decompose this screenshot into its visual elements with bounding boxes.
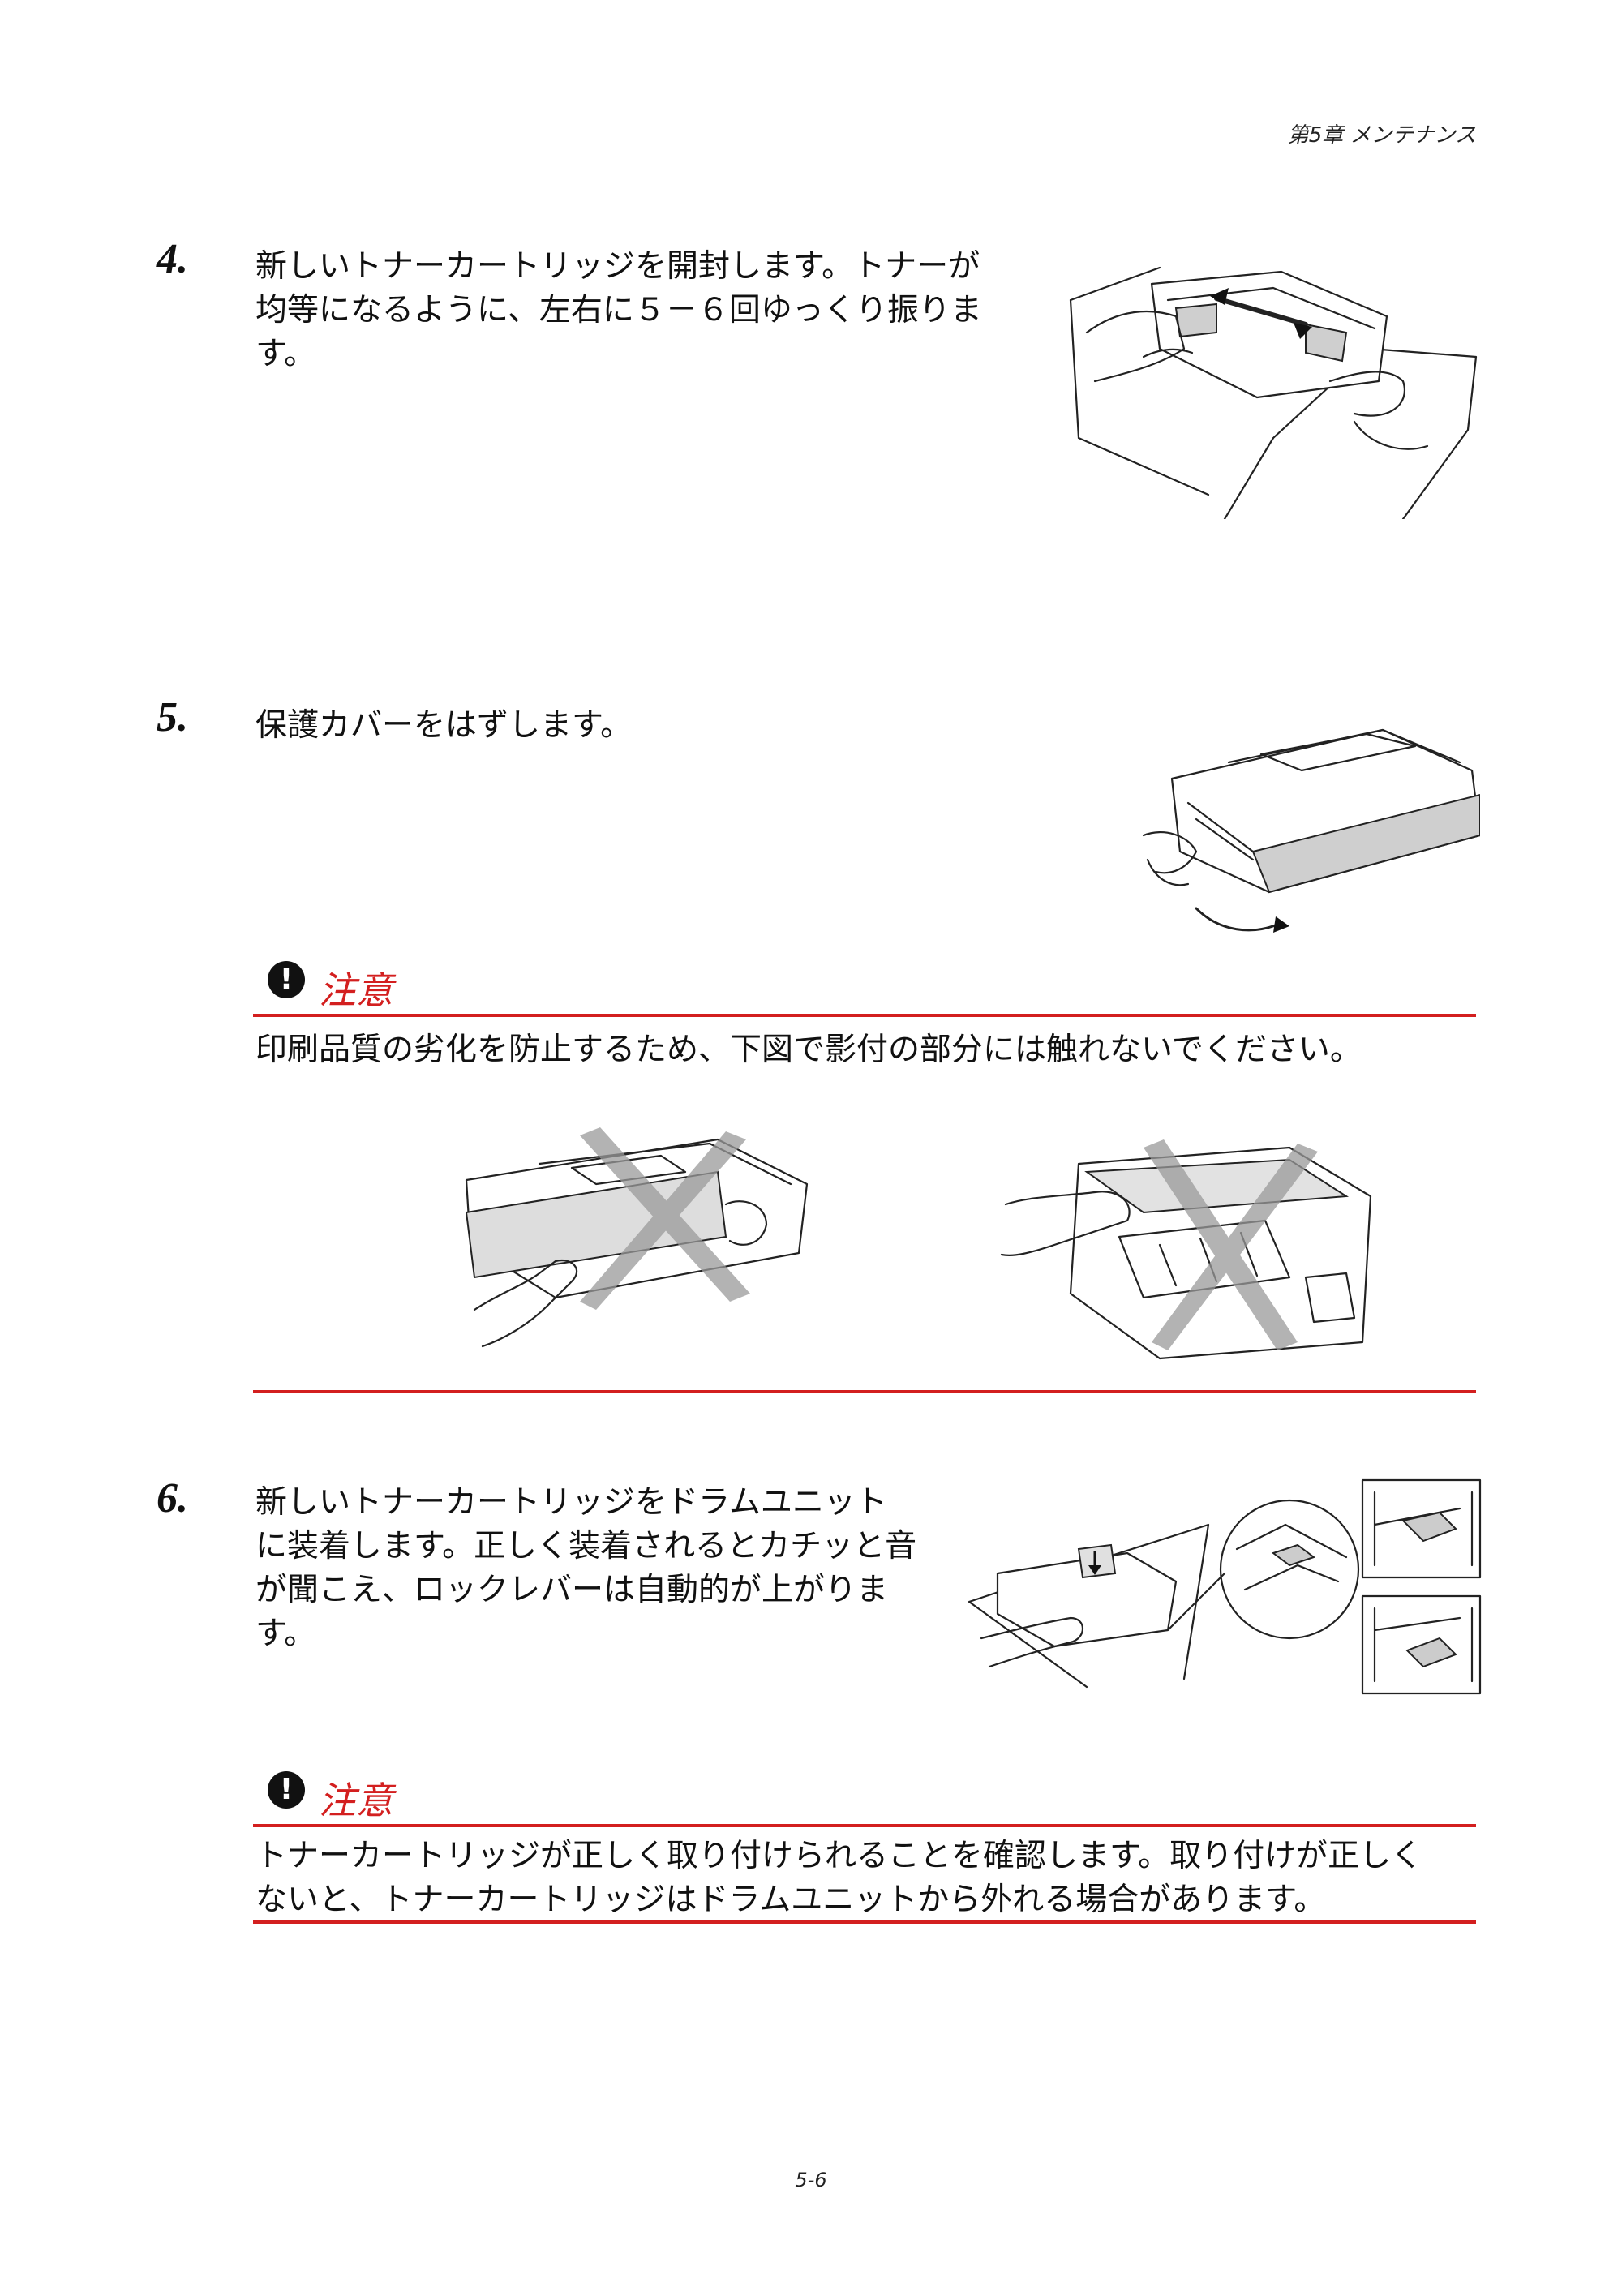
caution-2-text: トナーカートリッジが正しく取り付けられることを確認します。取り付けが正しく ない… <box>255 1835 1422 1922</box>
caution-title: 注意 <box>319 968 393 1012</box>
remove-cover-illustration <box>1142 728 1480 933</box>
step-6-line-1: 新しいトナーカートリッジをドラムユニット <box>255 1484 887 1521</box>
caution-top-rule <box>253 1824 1476 1827</box>
caution-bottom-rule <box>253 1390 1476 1393</box>
step-6-number: 6. <box>157 1475 188 1521</box>
toner-cartridge-no-touch-illustration <box>465 1127 809 1348</box>
caution-top-rule <box>253 1014 1476 1017</box>
caution-icon: ! <box>268 1771 305 1809</box>
drum-unit-no-touch-illustration <box>1000 1139 1372 1360</box>
shake-cartridge-illustration <box>1069 266 1478 519</box>
step-4-text: 新しいトナーカートリッジを開封します。トナーが 均等になるように、左右に５－６回… <box>255 245 982 376</box>
step-5-text: 保護カバーをはずします。 <box>255 704 632 748</box>
step-6-line-4: す。 <box>255 1616 316 1652</box>
caution-title: 注意 <box>319 1779 393 1822</box>
caution-bottom-rule <box>253 1920 1476 1924</box>
chapter-header: 第5章 メンテナンス <box>1287 123 1476 148</box>
step-5-number: 5. <box>157 694 188 740</box>
step-4-line-2: 均等になるように、左右に５－６回ゆっくり振りま <box>255 292 982 328</box>
caution-1-text: 印刷品質の劣化を防止するため、下図で影付の部分には触れないでください。 <box>255 1028 1362 1072</box>
step-6-line-3: が聞こえ、ロックレバーは自動的が上がりま <box>255 1572 889 1608</box>
caution-2-line-2: ないと、トナーカートリッジはドラムユニットから外れる場合があります。 <box>255 1882 1326 1918</box>
step-6-line-2: に装着します。正しく装着されるとカチッと音 <box>255 1528 917 1564</box>
install-cartridge-illustration <box>968 1478 1482 1695</box>
caution-2-line-1: トナーカートリッジが正しく取り付けられることを確認します。取り付けが正しく <box>255 1838 1423 1874</box>
caution-1-line-1: 印刷品質の劣化を防止するため、下図で影付の部分には触れないでください。 <box>255 1032 1362 1068</box>
step-4-number: 4. <box>157 236 188 282</box>
step-6-text: 新しいトナーカートリッジをドラムユニット に装着します。正しく装着されるとカチッ… <box>255 1481 916 1656</box>
caution-icon: ! <box>268 961 305 998</box>
page-number: 5-6 <box>795 2169 827 2191</box>
step-4-line-1: 新しいトナーカートリッジを開封します。トナーが <box>255 248 980 285</box>
step-4-line-3: す。 <box>255 336 316 372</box>
step-5-line-1: 保護カバーをはずします。 <box>255 707 633 744</box>
